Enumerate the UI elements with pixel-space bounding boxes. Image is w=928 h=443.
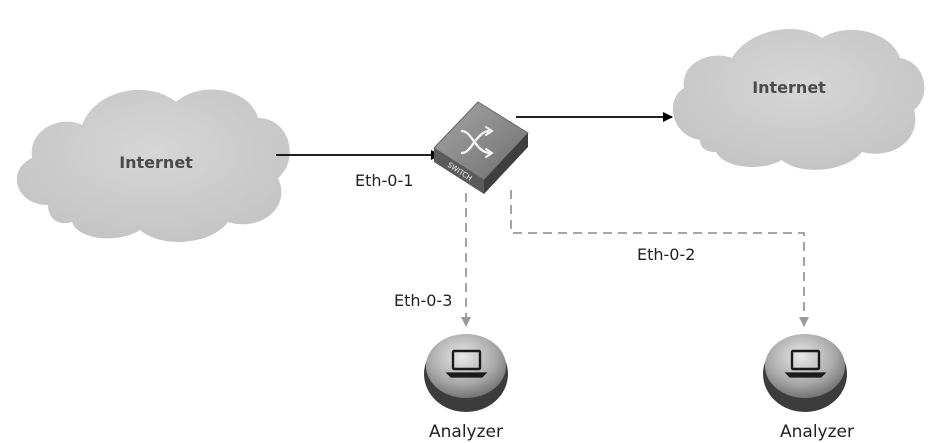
laptop-icon (784, 349, 827, 378)
analyzer-label-2: Analyzer (780, 422, 854, 442)
cloud-label-left: Internet (119, 153, 193, 172)
analyzer-label-1: Analyzer (429, 422, 503, 442)
port-label-eth-0-3: Eth-0-3 (394, 291, 452, 310)
internet-cloud-left: Internet (16, 89, 290, 242)
internet-cloud-right: Internet (672, 28, 925, 170)
port-label-eth-0-1: Eth-0-1 (355, 171, 413, 190)
switch-arrows-icon (460, 126, 494, 158)
mirror-link-eth-0-2 (510, 190, 809, 327)
laptop-icon (445, 349, 488, 378)
cloud-label-right: Internet (752, 78, 826, 97)
switch: SWITCH (433, 101, 529, 194)
analyzer-1 (424, 334, 508, 412)
analyzer-2 (763, 334, 847, 412)
port-label-eth-0-2: Eth-0-2 (637, 245, 695, 264)
